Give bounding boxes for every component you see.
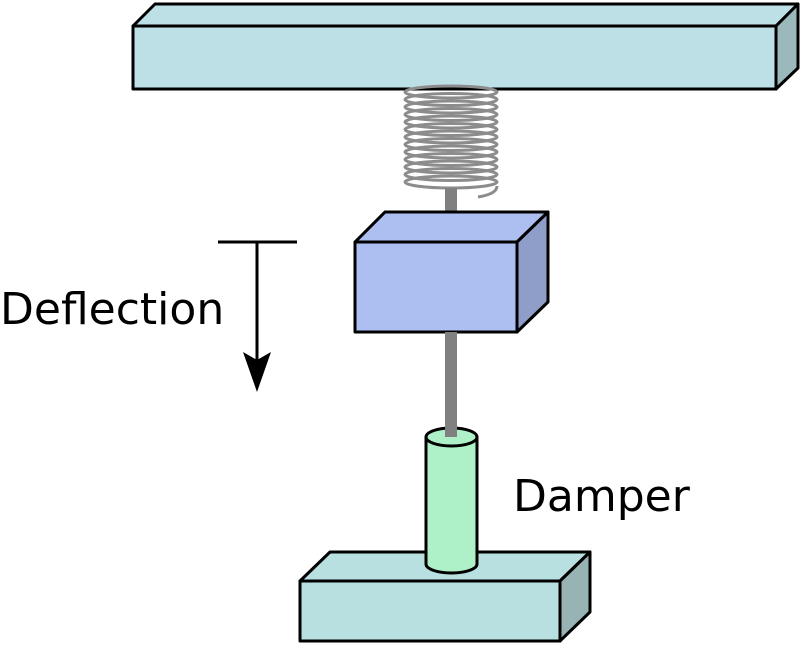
top-beam [131, 2, 800, 91]
spring-coil [403, 167, 499, 182]
spring-coil [403, 114, 499, 130]
spring-coil [403, 129, 499, 145]
spring-coil [403, 107, 499, 122]
mass-block [353, 210, 550, 334]
deflection-arrow [218, 240, 297, 392]
spring [403, 84, 499, 199]
spring-coil [403, 122, 499, 137]
damper-cylinder [424, 426, 479, 575]
spring-coil [403, 152, 499, 167]
spring-coil [403, 159, 499, 175]
damper-label: Damper [513, 471, 691, 522]
spring-coil [403, 92, 499, 107]
spring-coil [403, 84, 499, 100]
spring-coil [403, 99, 499, 115]
deflection-label: Deflection [0, 284, 224, 335]
damper-rod [445, 332, 457, 437]
base-block [298, 550, 592, 643]
spring-coil [403, 137, 499, 152]
spring-coil [403, 144, 499, 160]
spring-end [477, 185, 499, 199]
